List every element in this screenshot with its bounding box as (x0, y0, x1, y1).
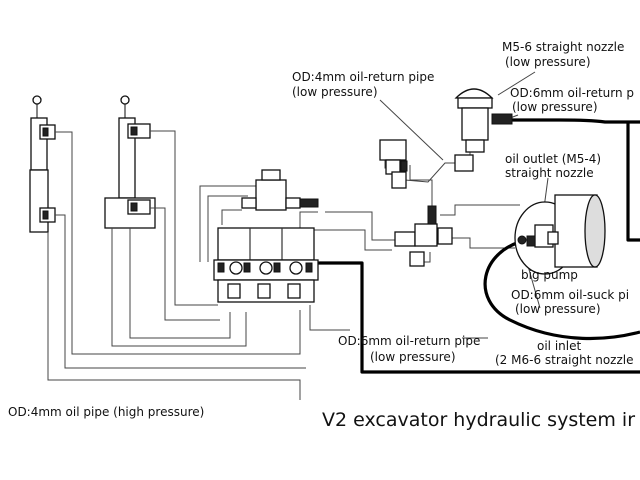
label-od4-return-pressure: (low pressure) (292, 85, 378, 99)
diagram-title: V2 excavator hydraulic system ir (322, 409, 635, 431)
label-od4-oil-pipe: OD:4mm oil pipe (high pressure) (8, 405, 204, 419)
tee-fittings (379, 139, 474, 267)
label-od6-return-bottom: OD:6mm oil-return pipe (338, 334, 480, 348)
label-m56-pressure: (low pressure) (505, 55, 591, 69)
middle-cylinder (104, 95, 156, 229)
label-od6-suck: OD:6mm oil-suck pi (511, 288, 629, 302)
left-cylinder (29, 95, 56, 233)
label-od6-return-top: OD:6mm oil-return p (510, 86, 634, 100)
check-valve (241, 169, 319, 211)
label-oil-inlet: oil inlet (537, 339, 581, 353)
big-pump (514, 194, 606, 275)
thick-pipes (318, 118, 640, 374)
label-big-pump: big pump (521, 268, 578, 282)
straight-nozzle-part (454, 88, 513, 153)
label-od6-return-top-pressure: (low pressure) (512, 100, 598, 114)
label-m56-nozzle: M5-6 straight nozzle (502, 40, 624, 54)
label-od6-suck-pressure: (low pressure) (515, 302, 601, 316)
label-oil-outlet-nozzle: straight nozzle (505, 166, 594, 180)
label-od6-return-bottom-pressure: (low pressure) (370, 350, 456, 364)
label-oil-outlet: oil outlet (M5-4) (505, 152, 601, 166)
label-oil-inlet-nozzle: (2 M6-6 straight nozzle (495, 353, 633, 367)
label-od4-return: OD:4mm oil-return pipe (292, 70, 434, 84)
thin-pipes (47, 130, 520, 400)
valve-block (213, 227, 319, 303)
